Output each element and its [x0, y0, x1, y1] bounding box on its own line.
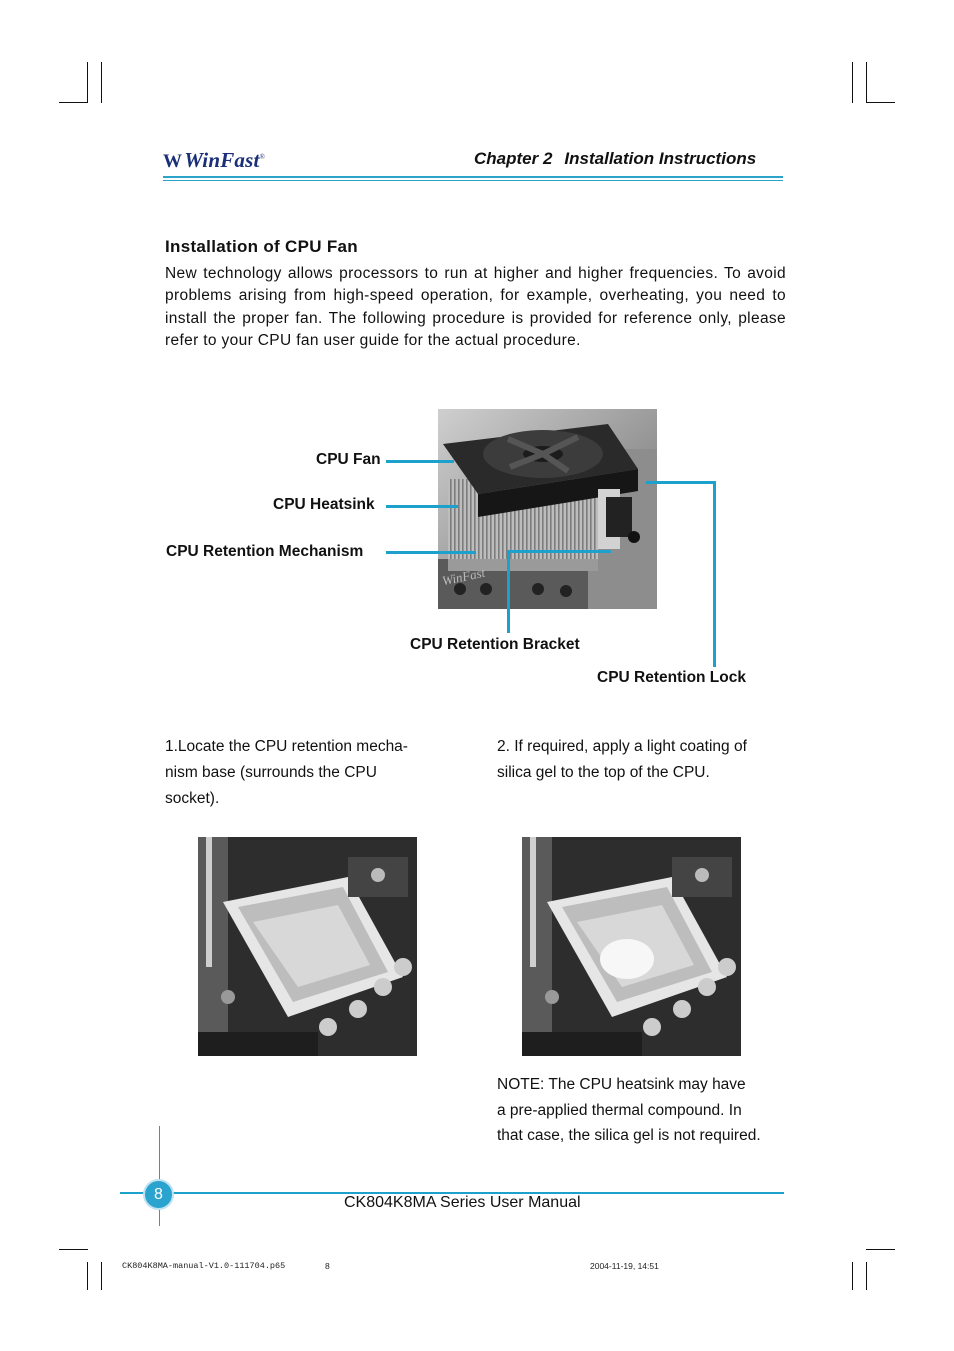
chapter-title: Installation Instructions — [564, 149, 757, 168]
logo-registered: ® — [259, 153, 266, 161]
socket-photo-1 — [198, 837, 417, 1056]
note-text: NOTE: The CPU heatsink may have a pre-ap… — [497, 1072, 761, 1149]
leader-line-lock-v — [713, 481, 716, 667]
step-1-line: socket). — [165, 790, 220, 807]
print-file: CK804K8MA-manual-V1.0-111704.p65 — [122, 1261, 286, 1271]
chapter-label: Chapter 2 — [474, 149, 553, 168]
section-title: Installation of CPU Fan — [165, 237, 358, 256]
label-cpu-heatsink: CPU Heatsink — [273, 496, 375, 513]
leader-line-bracket-v — [507, 550, 510, 633]
footer-rule — [120, 1192, 784, 1194]
chapter-heading: Chapter 2 Installation Instructions — [474, 149, 756, 169]
page-number-badge: 8 — [143, 1179, 174, 1210]
leader-line-mechanism — [386, 551, 476, 554]
note-line: NOTE: The CPU heatsink may have — [497, 1076, 746, 1093]
manual-title: CK804K8MA Series User Manual — [344, 1194, 581, 1211]
step-1-line: 1.Locate the CPU retention mecha- — [165, 738, 408, 755]
step-1-line: nism base (surrounds the CPU — [165, 764, 377, 781]
winfast-logo: WWinFast® — [163, 148, 265, 173]
footer-vertical-rule — [159, 1126, 160, 1226]
leader-line-bracket-h — [507, 550, 611, 553]
intro-paragraph: New technology allows processors to run … — [165, 265, 786, 349]
print-date: 2004-11-19, 14:51 — [590, 1261, 659, 1271]
leader-line-fan — [386, 460, 454, 463]
label-cpu-retention-mechanism: CPU Retention Mechanism — [166, 543, 364, 560]
label-cpu-fan: CPU Fan — [316, 451, 381, 468]
socket-photo-2 — [522, 837, 741, 1056]
leader-line-heatsink — [386, 505, 458, 508]
note-line: that case, the silica gel is not require… — [497, 1127, 761, 1144]
header-rule-bottom — [163, 180, 783, 181]
cpu-fan-photo: WinFast — [438, 409, 657, 609]
logo-text: WinFast — [184, 148, 260, 172]
leader-line-lock-h — [646, 481, 716, 484]
step-2-text: 2. If required, apply a light coating of… — [497, 734, 747, 786]
header-rule-top — [163, 176, 783, 178]
note-line: a pre-applied thermal compound. In — [497, 1101, 742, 1119]
logo-mark: W — [163, 151, 183, 172]
step-1-text: 1.Locate the CPU retention mecha- nism b… — [165, 734, 408, 812]
label-cpu-retention-lock: CPU Retention Lock — [597, 669, 746, 686]
print-page: 8 — [325, 1261, 330, 1271]
step-2-line: silica gel to the top of the CPU. — [497, 764, 710, 781]
step-2-line: 2. If required, apply a light coating of — [497, 738, 747, 755]
label-cpu-retention-bracket: CPU Retention Bracket — [410, 636, 580, 653]
